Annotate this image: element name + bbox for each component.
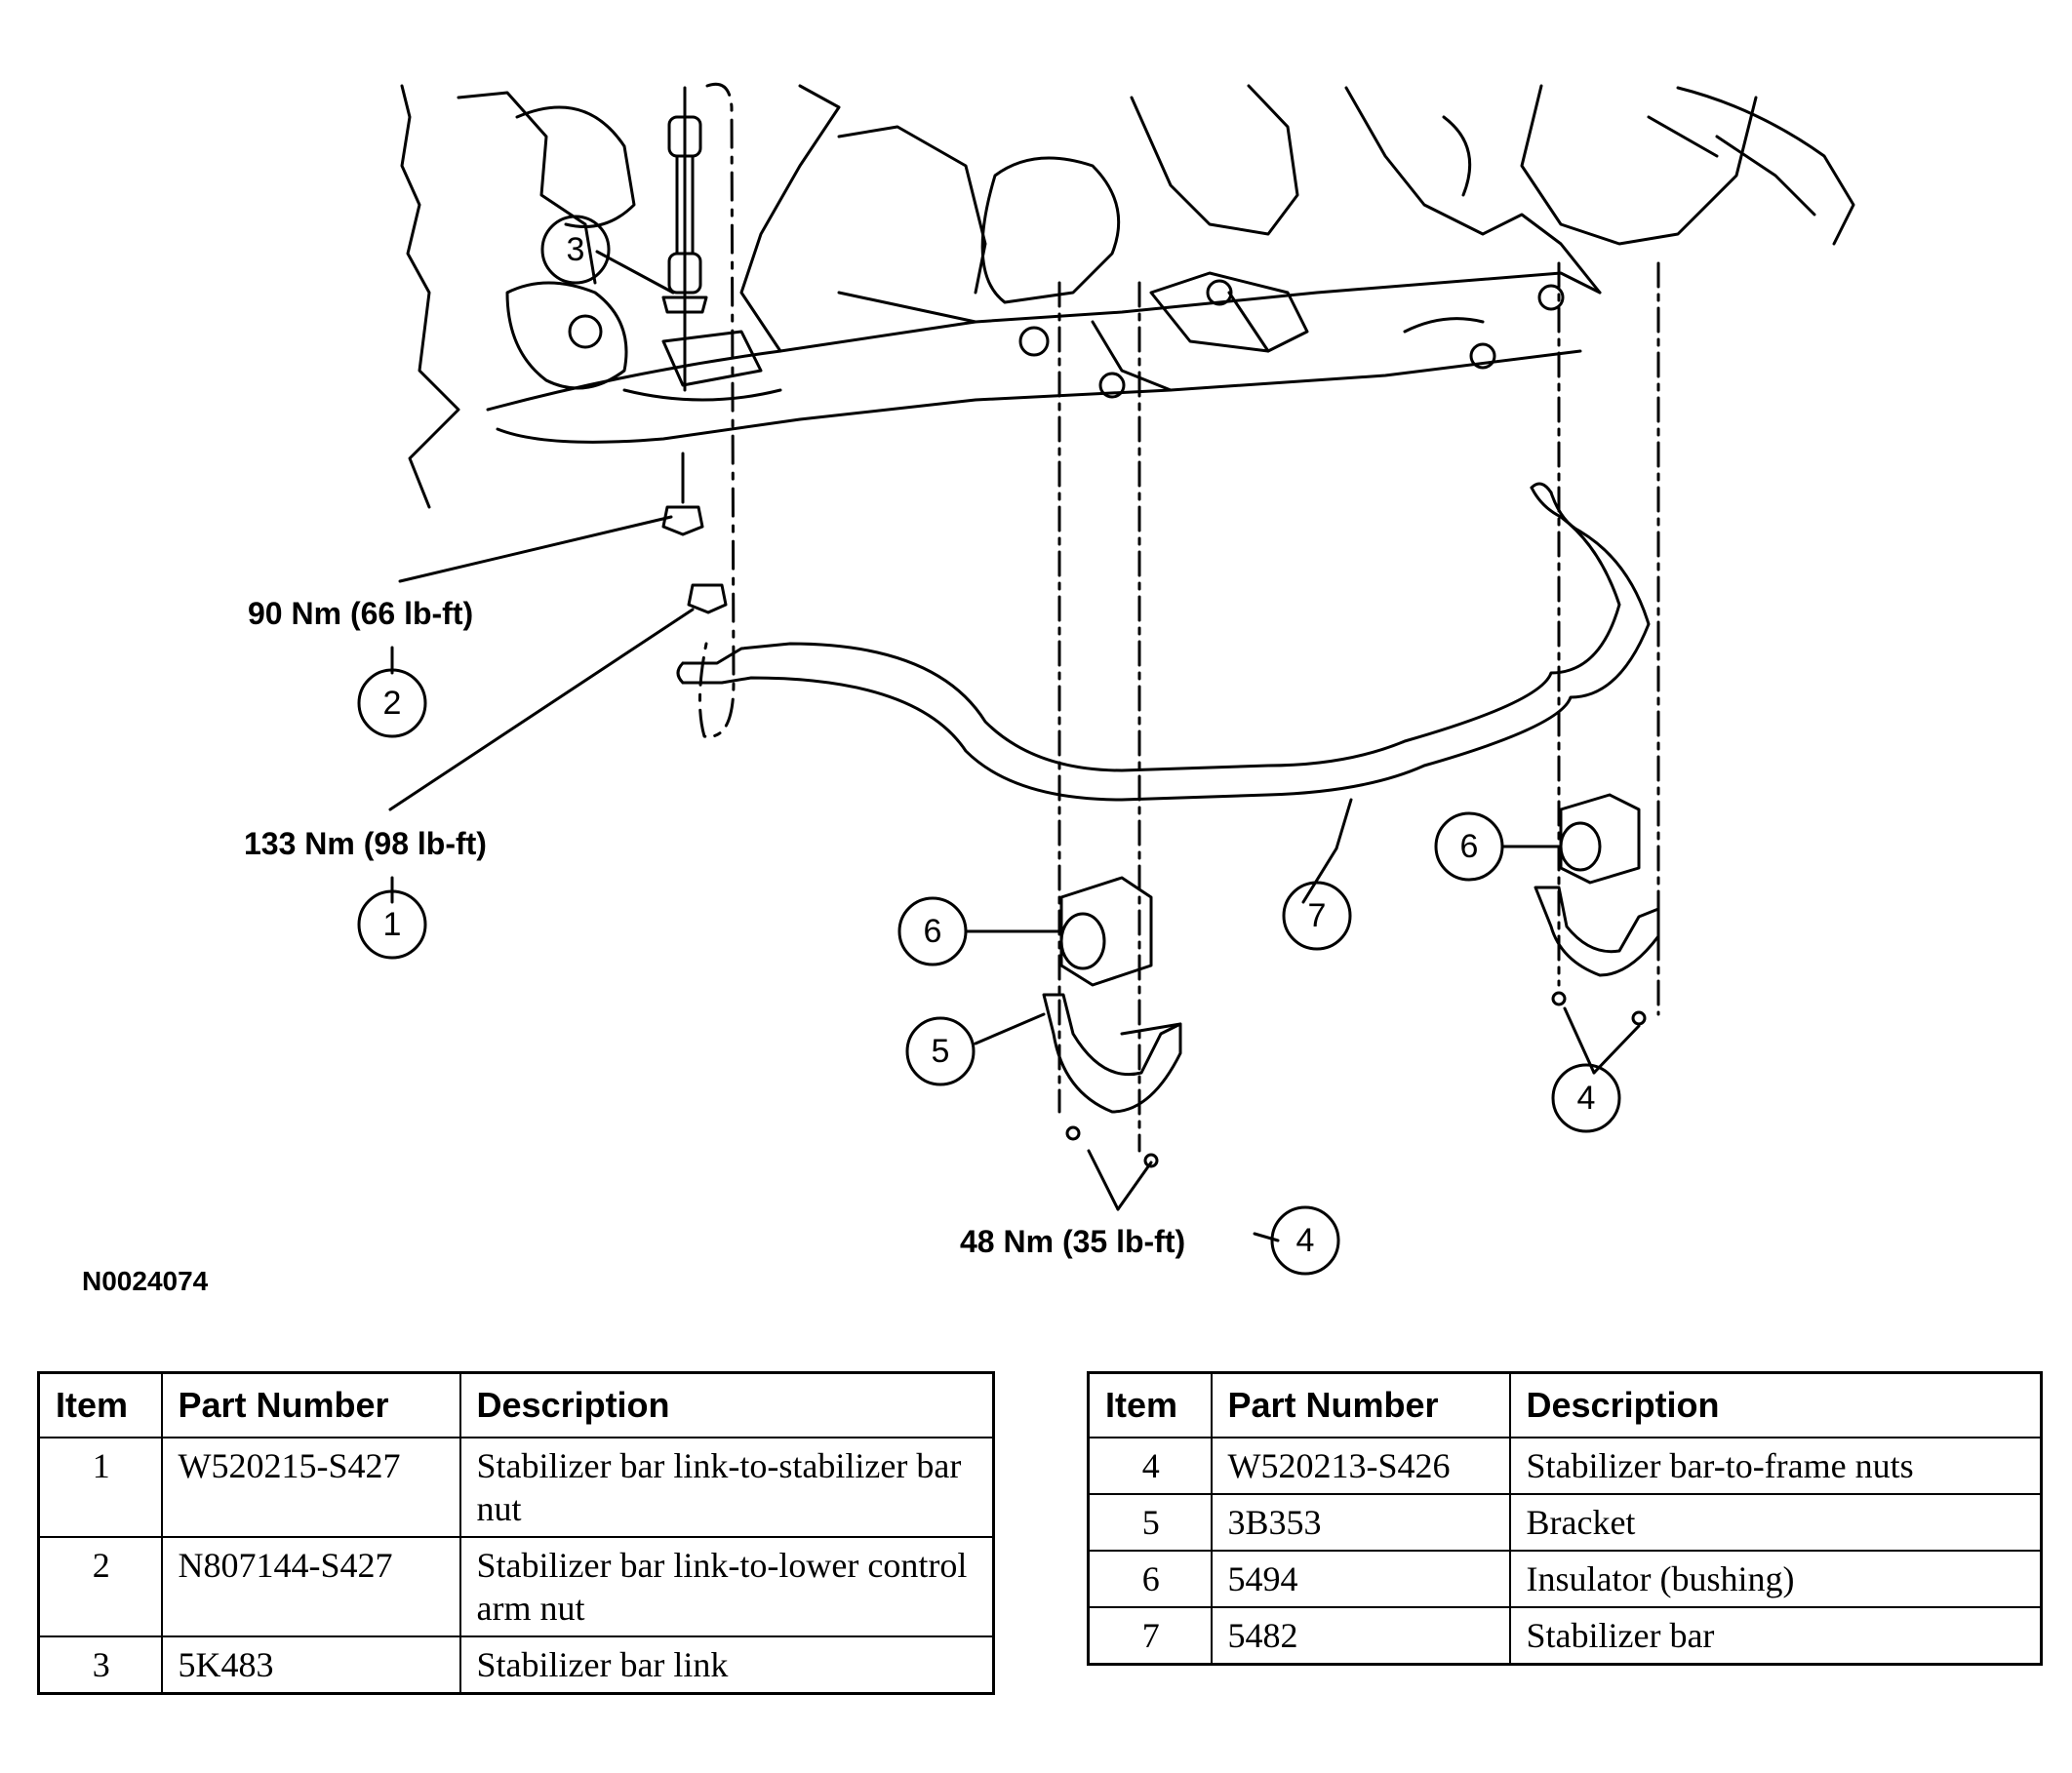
part-number-cell: 5494	[1210, 1550, 1511, 1608]
part-number-cell: N807144-S427	[160, 1536, 461, 1637]
part-number-cell: 5K483	[160, 1635, 461, 1695]
table-header-row: Item Part Number Description	[1087, 1371, 2043, 1438]
item-cell: 1	[37, 1437, 163, 1538]
bubble-6-right: 6	[1460, 828, 1479, 865]
item-cell: 3	[37, 1635, 163, 1695]
bubble-4-right: 4	[1577, 1080, 1596, 1117]
part-number-cell: 5482	[1210, 1606, 1511, 1666]
exploded-assembly-diagram: 3 2 1 6 5 7 6 4 4 90 Nm (66 lb-ft) 133 N…	[244, 82, 1855, 1276]
nut-item-2	[661, 452, 704, 536]
parts-table-left: Item Part Number Description 1 W520215-S…	[37, 1371, 995, 1695]
part-number-cell: W520213-S426	[1210, 1437, 1511, 1495]
part-number-cell: 3B353	[1210, 1493, 1511, 1552]
bubble-3: 3	[567, 231, 585, 268]
table-row: 2 N807144-S427 Stabilizer bar link-to-lo…	[37, 1536, 995, 1637]
table-row: 6 5494 Insulator (bushing)	[1087, 1550, 2043, 1608]
torque-callout-item-2: 90 Nm (66 lb-ft)	[248, 596, 473, 631]
column-header-part-number: Part Number	[1210, 1371, 1511, 1438]
bubble-7: 7	[1308, 897, 1327, 934]
column-header-description: Description	[1508, 1371, 2043, 1438]
nut-item-1	[687, 583, 728, 614]
parts-table-right: Item Part Number Description 4 W520213-S…	[1087, 1371, 2043, 1666]
bubble-6-left: 6	[924, 913, 942, 950]
table-row: 1 W520215-S427 Stabilizer bar link-to-st…	[37, 1437, 995, 1538]
part-number-cell: W520215-S427	[160, 1437, 461, 1538]
insulator-bushing-left	[1059, 876, 1153, 987]
item-bubbles	[357, 215, 1621, 1276]
bracket-right	[1534, 886, 1660, 1026]
frame-and-control-arm-illustration	[400, 84, 1855, 509]
description-cell: Insulator (bushing)	[1508, 1550, 2043, 1608]
item-cell: 2	[37, 1536, 163, 1637]
description-cell: Stabilizer bar link-to-stabilizer bar nu…	[458, 1437, 995, 1538]
description-cell: Stabilizer bar link	[458, 1635, 995, 1695]
torque-callout-item-4: 48 Nm (35 lb-ft)	[960, 1224, 1185, 1259]
table-header-row: Item Part Number Description	[37, 1371, 995, 1438]
item-cell: 5	[1087, 1493, 1213, 1552]
column-header-item: Item	[1087, 1371, 1213, 1438]
figure-id: N0024074	[82, 1266, 209, 1296]
description-cell: Stabilizer bar link-to-lower control arm…	[458, 1536, 995, 1637]
item-cell: 4	[1087, 1437, 1213, 1495]
table-row: 3 5K483 Stabilizer bar link	[37, 1635, 995, 1695]
table-row: 4 W520213-S426 Stabilizer bar-to-frame n…	[1087, 1437, 2043, 1495]
insulator-bushing-right	[1559, 793, 1641, 885]
column-header-part-number: Part Number	[160, 1371, 461, 1438]
item-cell: 6	[1087, 1550, 1213, 1608]
description-cell: Stabilizer bar-to-frame nuts	[1508, 1437, 2043, 1495]
description-cell: Bracket	[1508, 1493, 2043, 1552]
stabilizer-bar-link	[661, 86, 708, 392]
description-cell: Stabilizer bar	[1508, 1606, 2043, 1666]
column-header-description: Description	[458, 1371, 995, 1438]
link-centerline	[698, 82, 736, 738]
bubble-2: 2	[383, 685, 402, 722]
column-header-item: Item	[37, 1371, 163, 1438]
bubble-1: 1	[383, 906, 402, 943]
bracket-left	[1042, 993, 1182, 1168]
table-row: 7 5482 Stabilizer bar	[1087, 1606, 2043, 1666]
table-row: 5 3B353 Bracket	[1087, 1493, 2043, 1552]
torque-callout-item-1: 133 Nm (98 lb-ft)	[244, 826, 487, 861]
bubble-4-bottom: 4	[1296, 1222, 1315, 1259]
item-cell: 7	[1087, 1606, 1213, 1666]
bubble-5: 5	[932, 1033, 950, 1070]
stabilizer-bar	[676, 482, 1651, 802]
alignment-lines	[1057, 261, 1660, 1153]
